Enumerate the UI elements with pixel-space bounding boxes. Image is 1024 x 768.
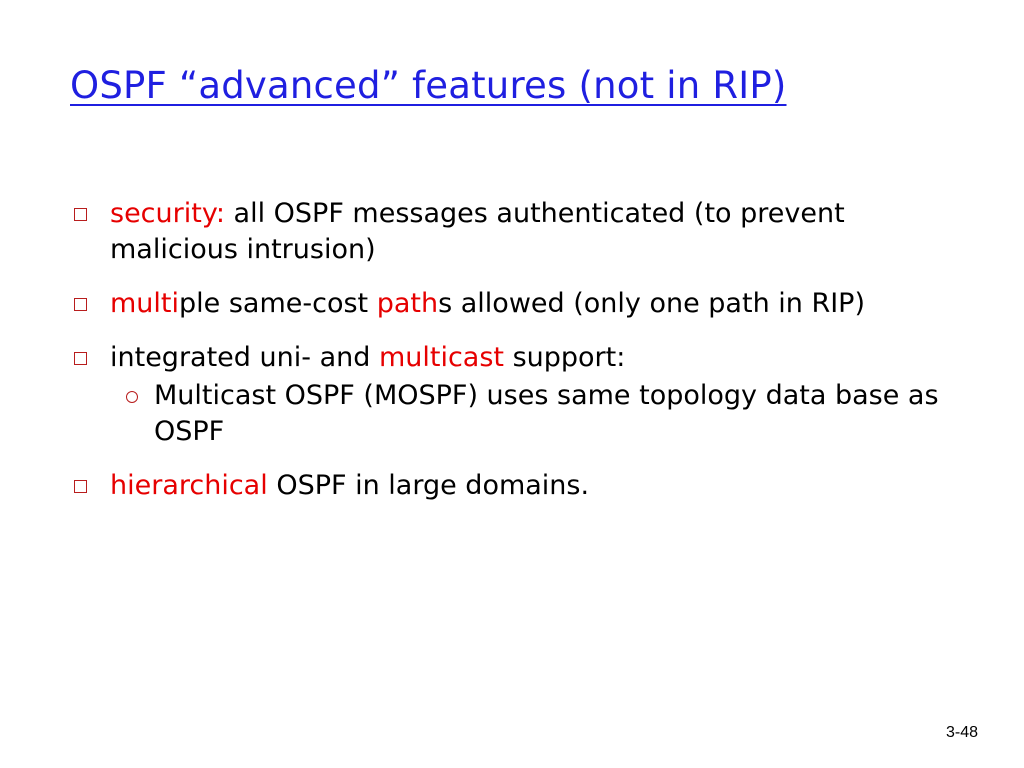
hollow-square-bullet-icon	[74, 298, 87, 311]
bullet-item-multicast: integrated uni- and multicast support: M…	[70, 340, 970, 450]
bullet-text: ple same-cost	[179, 288, 377, 319]
bullet-keyword-multi: multi	[110, 288, 180, 319]
bullet-text: all OSPF messages authenticated (to prev…	[110, 198, 845, 265]
sub-bullet-text: Multicast OSPF (MOSPF) uses same topolog…	[154, 380, 939, 447]
hollow-square-bullet-icon	[74, 208, 87, 221]
sub-bullet-list: Multicast OSPF (MOSPF) uses same topolog…	[110, 378, 970, 450]
bullet-keyword-hierarchical: hierarchical	[110, 470, 268, 501]
bullet-text: OSPF in large domains.	[267, 470, 590, 501]
bullet-text: support:	[504, 342, 626, 373]
bullet-text: s allowed (only one path in RIP)	[438, 288, 865, 319]
bullet-keyword-path: path	[376, 288, 439, 319]
bullet-list: security: all OSPF messages authenticate…	[70, 196, 970, 522]
bullet-item-hierarchical: hierarchical OSPF in large domains.	[70, 468, 970, 504]
sub-bullet-item-mospf: Multicast OSPF (MOSPF) uses same topolog…	[116, 378, 970, 450]
bullet-keyword-security: security:	[110, 198, 225, 229]
bullet-item-multipath: multiple same-cost paths allowed (only o…	[70, 286, 970, 322]
hollow-circle-bullet-icon	[126, 391, 138, 403]
slide-title: OSPF “advanced” features (not in RIP)	[70, 64, 787, 107]
bullet-text: integrated uni- and	[110, 342, 379, 373]
hollow-square-bullet-icon	[74, 352, 87, 365]
bullet-item-security: security: all OSPF messages authenticate…	[70, 196, 970, 268]
bullet-keyword-multicast: multicast	[378, 342, 504, 373]
page-number: 3-48	[945, 724, 978, 741]
hollow-square-bullet-icon	[74, 480, 87, 493]
